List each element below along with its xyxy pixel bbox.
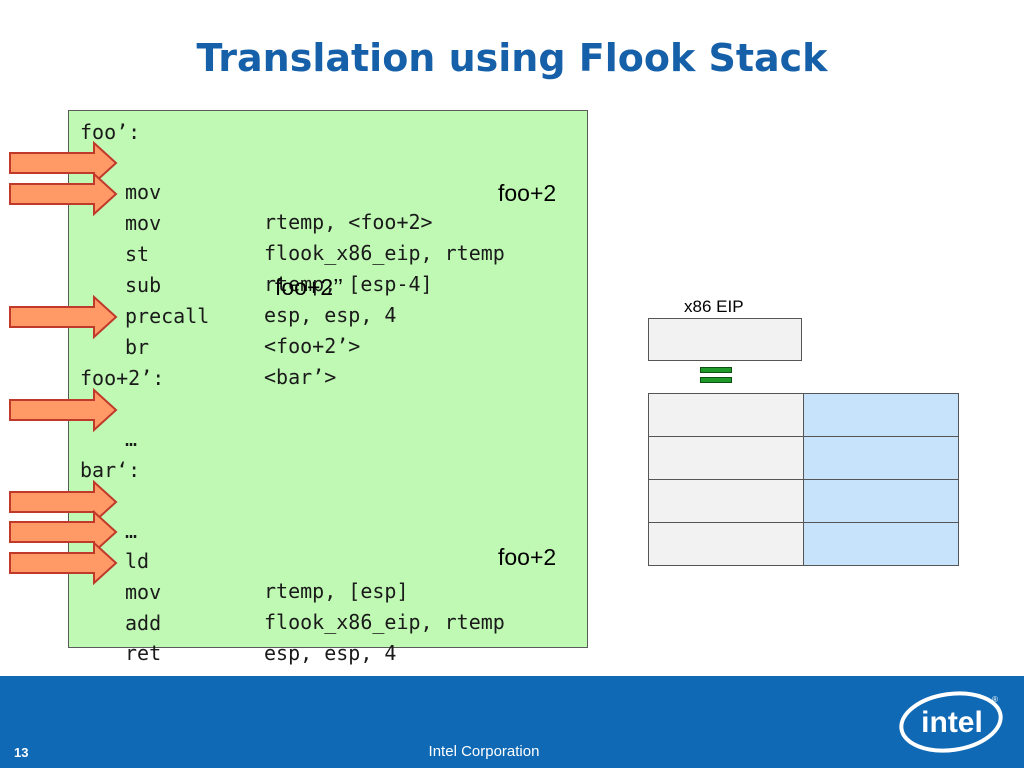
stack-cell-right: [803, 436, 959, 480]
footer-company: Intel Corporation: [428, 743, 540, 760]
foo-label: foo’:: [80, 120, 141, 144]
stack-cell-right: [803, 393, 959, 437]
code-line-foo-sub: sub esp, esp, 4: [0, 240, 600, 327]
arrow-icon: [9, 388, 118, 432]
code-line-foo-br: br <bar’>: [0, 302, 600, 389]
code-line-foo2-ellipsis: …: [0, 394, 600, 451]
stack-row: [648, 393, 959, 437]
code-arg: esp, esp, 4: [264, 641, 397, 665]
code-op: precall: [125, 304, 210, 328]
flook-stack-table: [648, 393, 959, 566]
stack-cell-left: [648, 393, 804, 437]
arrow-icon: [9, 295, 118, 339]
equals-sign-bottom: [700, 377, 732, 383]
overlay-bar-value: foo+2: [498, 544, 557, 570]
code-op: sub: [125, 273, 162, 297]
code-arg: flook_x86_eip, rtemp: [264, 610, 505, 634]
code-op: mov: [125, 580, 162, 604]
stack-row: [648, 436, 959, 480]
stack-cell-left: [648, 522, 804, 566]
intel-logo-icon: intel ®: [899, 691, 1003, 753]
arrow-icon: [9, 510, 118, 554]
code-op: add: [125, 611, 162, 635]
code-arg: rtemp, [esp]: [264, 579, 409, 603]
code-line-bar-ld: ld rtemp, [esp]: [0, 516, 600, 603]
code-line-foo-mov-2: mov flook_x86_eip, rtemp: [0, 178, 600, 265]
foo2-label: foo+2’:: [80, 366, 165, 390]
code-op: mov: [125, 211, 162, 235]
arrow-icon: [9, 541, 118, 585]
equals-sign-top: [700, 367, 732, 373]
arrow-icon: [9, 480, 118, 524]
svg-text:intel: intel: [921, 706, 983, 739]
svg-text:®: ®: [992, 695, 998, 704]
code-op: mov: [125, 180, 162, 204]
code-arg: esp, esp, 4: [264, 303, 397, 327]
code-arg: rtemp, [esp-4]: [264, 272, 433, 296]
code-box: [68, 110, 588, 648]
stack-cell-left: [648, 436, 804, 480]
code-line-foo-precall: precall <foo+2’>: [0, 271, 600, 358]
bar-label: bar‘:: [80, 458, 141, 482]
code-op: …: [125, 427, 138, 451]
stack-cell-right: [803, 479, 959, 523]
code-line-bar-mov: mov flook_x86_eip, rtemp: [0, 547, 600, 634]
page-number: 13: [14, 745, 29, 760]
footer-bar: [0, 676, 1024, 768]
slide-title: Translation using Flook Stack: [196, 36, 828, 80]
stack-cell-left: [648, 479, 804, 523]
code-op: ld: [125, 549, 150, 573]
stack-row: [648, 479, 959, 523]
code-op: st: [125, 242, 150, 266]
overlay-precall-value: foo+2’’: [275, 274, 344, 300]
stack-cell-right: [803, 522, 959, 566]
code-arg: <foo+2’>: [264, 334, 361, 358]
code-line-bar-ellipsis: …: [0, 486, 600, 543]
code-arg: <bar’>: [264, 365, 337, 389]
arrow-icon: [9, 141, 118, 185]
code-line-bar-add: add esp, esp, 4: [0, 578, 600, 665]
code-line-foo-st: st rtemp, [esp-4]: [0, 209, 600, 296]
code-op: ret: [125, 641, 162, 665]
code-op: br: [125, 335, 150, 359]
arrow-icon: [9, 172, 118, 216]
code-arg: flook_x86_eip, rtemp: [264, 241, 505, 265]
code-op: …: [125, 519, 138, 543]
code-line-foo-mov-1: mov rtemp, <foo+2>: [0, 147, 600, 234]
overlay-foo2-value: foo+2: [498, 180, 557, 206]
code-line-bar-ret: ret: [0, 608, 600, 665]
x86-eip-label: x86 EIP: [684, 297, 744, 316]
x86-eip-box: [648, 318, 802, 361]
code-arg: rtemp, <foo+2>: [264, 210, 433, 234]
stack-row: [648, 522, 959, 566]
